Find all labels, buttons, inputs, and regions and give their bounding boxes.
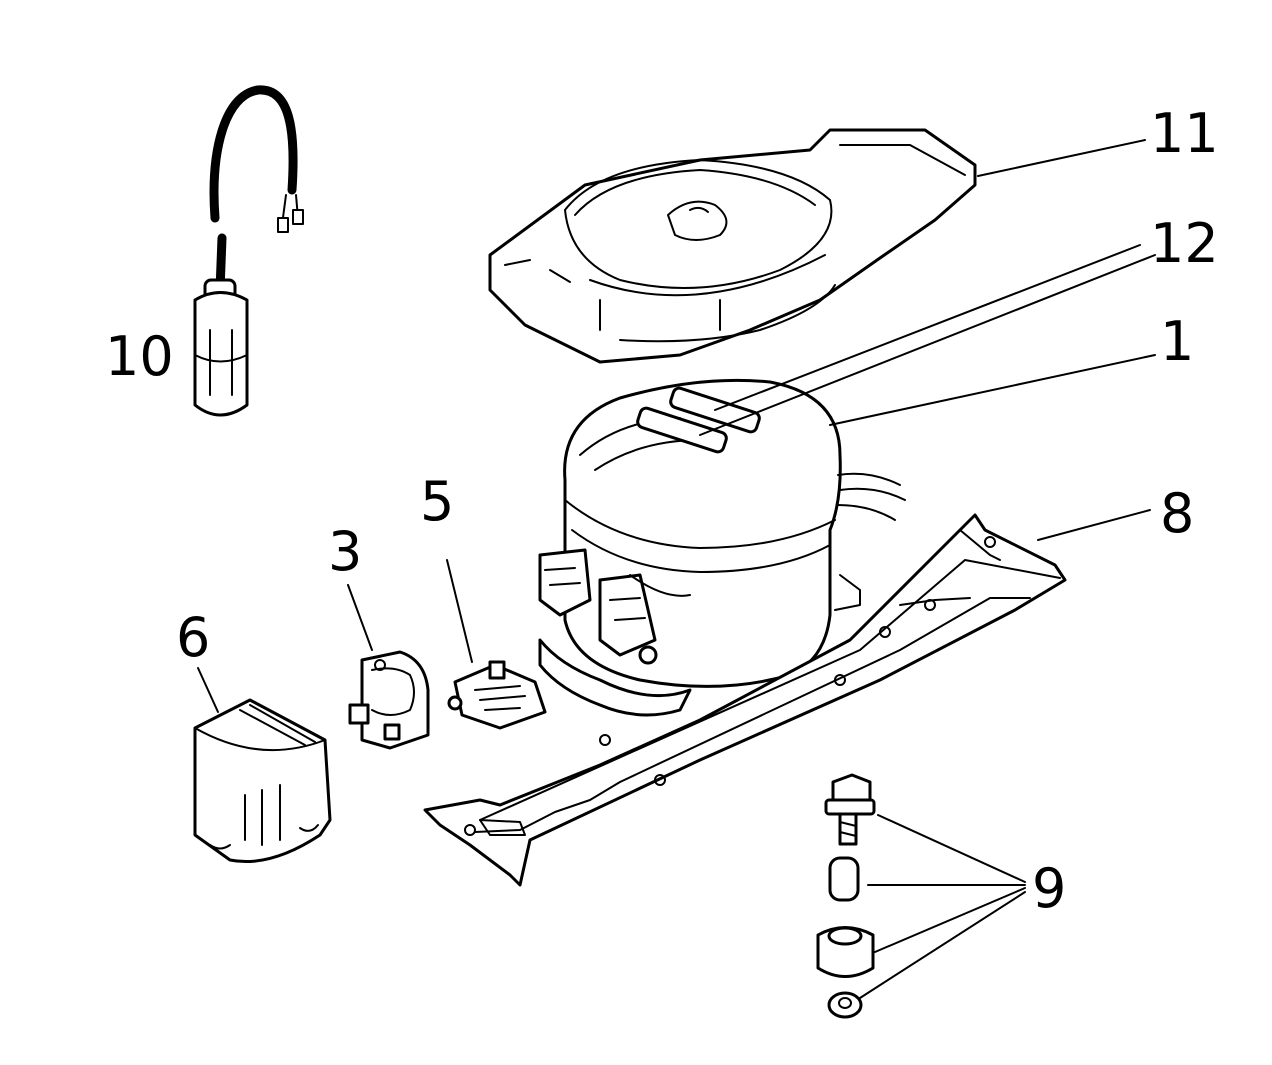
leader-9c [874,887,1026,953]
leader-12a [714,244,1141,411]
part-1-compressor [538,244,1156,717]
callout-11: 11 [1150,102,1219,165]
part-3-relay [347,584,430,750]
part-11-cover [488,128,1146,364]
leader-5 [446,559,473,663]
leader-8 [1037,509,1151,541]
callout-1: 1 [1160,310,1194,373]
leader-9d [859,891,1026,999]
part-9-fasteners [816,773,1026,1019]
part-10-capacitor [193,85,304,417]
part-8-base [423,509,1151,887]
callout-6: 6 [176,606,210,669]
callout-8: 8 [1160,482,1194,545]
callout-12: 12 [1150,212,1219,275]
callout-9: 9 [1032,857,1066,920]
part-5-clip [446,559,547,730]
callout-3: 3 [328,520,362,583]
leader-11 [977,139,1146,177]
part-6-box [193,667,332,864]
leader-1 [829,354,1156,426]
leader-9a [877,814,1026,883]
callout-10: 10 [105,325,174,388]
leader-3 [347,584,373,651]
leader-12b [699,254,1156,436]
callout-5: 5 [420,470,454,533]
leader-6 [197,667,219,713]
